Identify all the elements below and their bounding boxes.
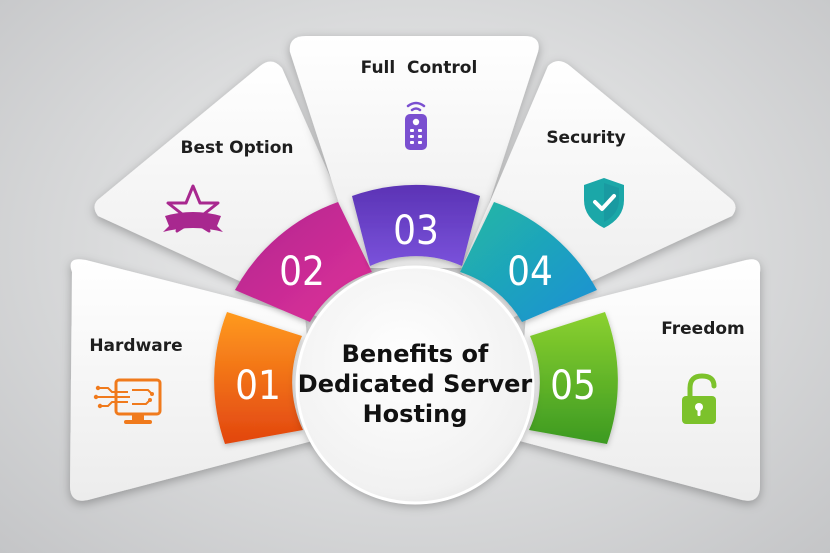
number-05: 05: [550, 363, 596, 409]
number-04: 04: [507, 249, 553, 295]
circuit-monitor-icon: [93, 378, 162, 424]
unlocked-padlock-icon: [682, 373, 717, 424]
card-full-control: [289, 36, 539, 268]
colored-ring: [214, 184, 618, 444]
segment-numbers: 01 02 03 04 05: [235, 208, 596, 409]
center-title-line-2: Dedicated Server: [298, 370, 533, 398]
number-03: 03: [393, 208, 439, 254]
segment-03: [352, 184, 480, 266]
segment-05: [529, 312, 618, 444]
segment-04: [460, 202, 597, 322]
label-full-control: Full Control: [361, 58, 478, 78]
segment-02: [235, 202, 372, 322]
center-title-line-1: Benefits of: [342, 340, 489, 368]
benefit-labels: Hardware Best Option Full Control Securi…: [89, 58, 744, 356]
label-best-option: Best Option: [180, 138, 293, 158]
number-01: 01: [235, 363, 281, 409]
card-freedom: [516, 259, 761, 501]
center-title-line-3: Hosting: [363, 400, 468, 428]
center-circle: Benefits of Dedicated Server Hosting: [295, 265, 535, 505]
remote-control-icon: [405, 101, 427, 150]
label-security: Security: [546, 128, 625, 148]
label-hardware: Hardware: [89, 336, 182, 356]
number-02: 02: [279, 249, 325, 295]
segment-01: [214, 312, 303, 444]
card-hardware: [70, 259, 316, 501]
star-ribbon-icon: [163, 184, 223, 233]
shield-check-icon: [584, 178, 624, 228]
label-freedom: Freedom: [661, 319, 745, 339]
